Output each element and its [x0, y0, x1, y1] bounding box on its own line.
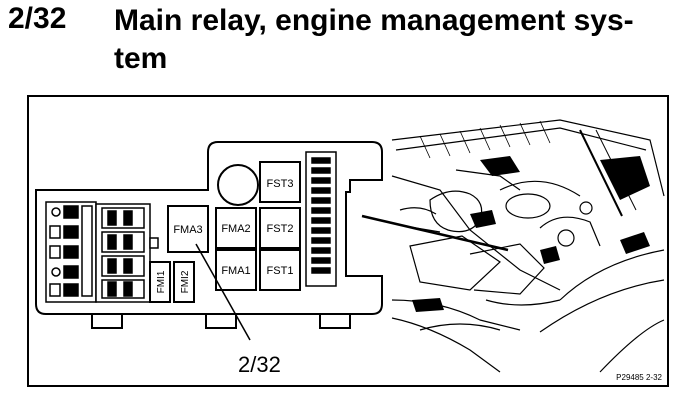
relay-fmi2: [173, 261, 195, 303]
label-fmi1: FMI1: [156, 270, 167, 293]
section-title-line-1: Main relay, engine management sys-: [114, 4, 634, 37]
relay-fst3: [259, 161, 301, 203]
relay-fst1: [259, 249, 301, 291]
label-fma1: FMA1: [221, 265, 250, 277]
engine-bay-illustration: [391, 119, 665, 373]
callout-label: 2/32: [238, 352, 281, 377]
relay-fma3: [167, 205, 209, 253]
section-title: Main relay, engine management sys- tem: [114, 2, 674, 78]
label-fma2: FMA2: [221, 223, 250, 235]
location-pointer: [361, 214, 509, 252]
label-fst1: FST1: [267, 265, 294, 277]
relay-fma1: [215, 249, 257, 291]
callout-line: [195, 243, 251, 341]
left-connectors: [45, 201, 97, 303]
label-fmi2: FMI2: [180, 270, 191, 293]
relay-box: [35, 141, 383, 329]
relay-fst2: [259, 207, 301, 249]
relay-fma2: [215, 207, 257, 249]
label-fst3: FST3: [267, 178, 294, 190]
label-fma3: FMA3: [173, 224, 202, 236]
section-title-line-2: tem: [114, 42, 168, 75]
round-opening: [217, 164, 259, 206]
relay-fmi1: [149, 261, 171, 303]
section-number: 2/32: [8, 2, 67, 35]
engine-bay-shading: [412, 156, 650, 312]
terminal-strip: [305, 151, 337, 287]
figure-code: P29485 2-32: [616, 373, 662, 382]
label-fst2: FST2: [267, 223, 294, 235]
fuse-block: [95, 203, 159, 303]
